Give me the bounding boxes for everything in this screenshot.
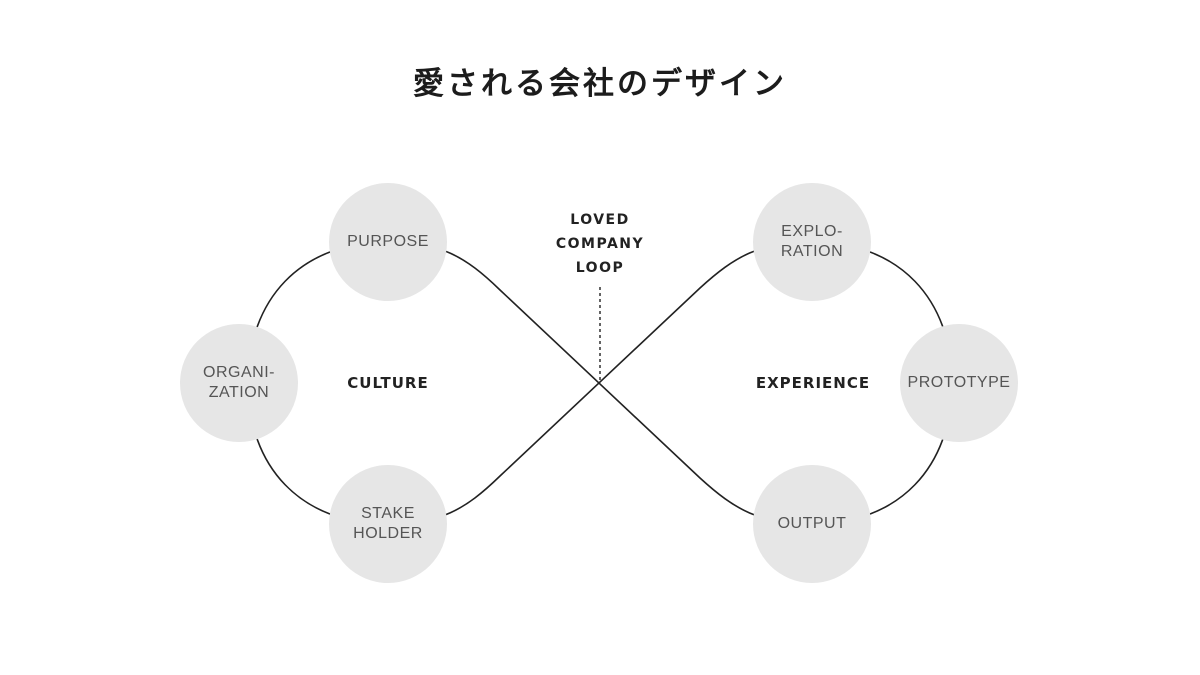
node-prototype: PROTOTYPE: [900, 324, 1018, 442]
experience-label: EXPERIENCE: [755, 374, 871, 392]
node-output: OUTPUT: [753, 465, 871, 583]
node-stakeholder: STAKE HOLDER: [329, 465, 447, 583]
node-organization: ORGANI- ZATION: [180, 324, 298, 442]
loved-company-loop-label: LOVED COMPANY LOOP: [555, 212, 645, 276]
node-purpose: PURPOSE: [329, 183, 447, 301]
page-title: 愛される会社のデザイン: [413, 66, 787, 102]
node-exploration: EXPLO- RATION: [753, 183, 871, 301]
culture-label: CULTURE: [347, 374, 429, 392]
